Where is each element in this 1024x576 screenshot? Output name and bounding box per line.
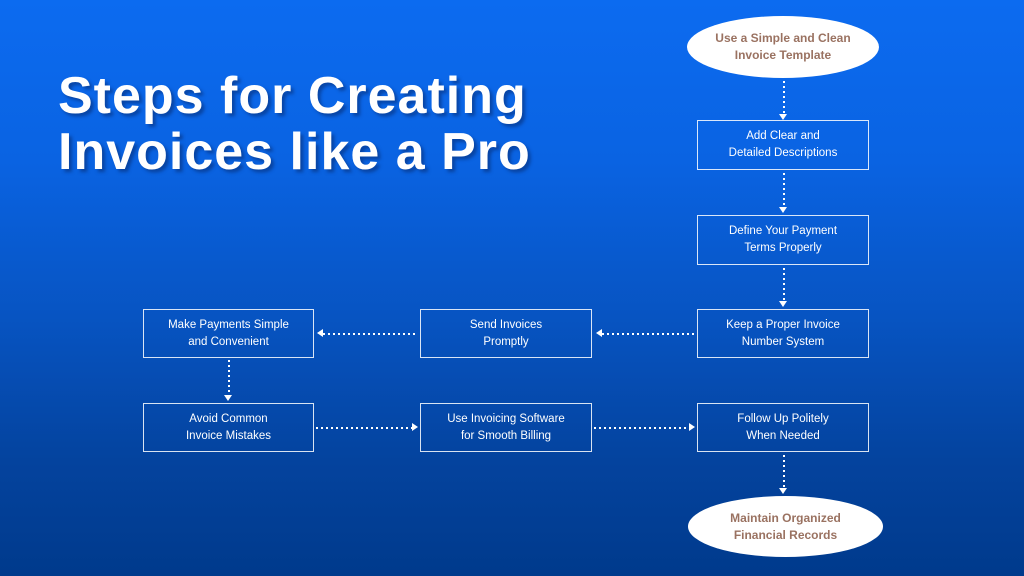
arrowhead-right-icon [412, 423, 418, 431]
flow-node-avoid-mistakes-line2: Invoice Mistakes [185, 429, 271, 442]
arrow-start-to-add-descriptions [779, 81, 788, 120]
flow-node-make-payments: Make Payments Simple and Convenient [143, 309, 314, 358]
flow-node-make-payments-line2: and Convenient [188, 335, 269, 348]
flow-node-payment-terms-line1: Define Your Payment [728, 225, 838, 237]
arrowhead-right-icon [689, 423, 695, 431]
flow-node-send-invoices: Send Invoices Promptly [420, 309, 592, 358]
arrowhead-down-icon [224, 395, 232, 401]
arrow-add-descriptions-to-payment-terms [779, 173, 788, 213]
flow-node-send-invoices-line1: Send Invoices [469, 318, 543, 331]
arrowhead-down-icon [779, 488, 787, 494]
flow-node-payment-terms-line2: Terms Properly [744, 242, 822, 254]
flow-node-invoice-number-line2: Number System [741, 335, 825, 348]
arrowhead-left-icon [596, 329, 602, 337]
arrowhead-down-icon [779, 207, 787, 213]
flow-node-end-line2: Financial Records [733, 527, 838, 542]
flow-node-end: Maintain Organized Financial Records [688, 496, 883, 557]
flow-node-payment-terms: Define Your Payment Terms Properly [697, 215, 869, 265]
flow-node-software-line1: Use Invoicing Software [447, 412, 565, 425]
flow-node-software: Use Invoicing Software for Smooth Billin… [420, 403, 592, 452]
page-title-line1: Steps for Creating [58, 67, 527, 125]
flow-node-software-line2: for Smooth Billing [460, 429, 552, 442]
arrowhead-left-icon [317, 329, 323, 337]
flow-node-add-descriptions: Add Clear and Detailed Descriptions [697, 120, 869, 170]
arrow-make-payments-to-avoid-mistakes [224, 360, 233, 401]
flow-node-add-descriptions-line2: Detailed Descriptions [728, 147, 838, 159]
arrow-send-invoices-to-make-payments [317, 329, 418, 338]
arrowhead-down-icon [779, 114, 787, 120]
flow-node-invoice-number: Keep a Proper Invoice Number System [697, 309, 869, 358]
arrow-follow-up-to-end [779, 455, 788, 494]
flow-node-send-invoices-line2: Promptly [483, 335, 529, 348]
flow-node-follow-up-line1: Follow Up Politely [737, 412, 829, 425]
flow-node-add-descriptions-line1: Add Clear and [746, 130, 820, 142]
page-title: Steps for Creating Invoices like a Pro [58, 68, 531, 180]
arrow-software-to-follow-up [594, 423, 695, 432]
arrowhead-down-icon [779, 301, 787, 307]
arrow-avoid-mistakes-to-software [316, 423, 418, 432]
flow-node-make-payments-line1: Make Payments Simple [168, 318, 289, 331]
flow-node-follow-up: Follow Up Politely When Needed [697, 403, 869, 452]
arrow-invoice-number-to-send-invoices [596, 329, 695, 338]
flow-node-follow-up-line2: When Needed [746, 429, 820, 442]
flow-node-avoid-mistakes-line1: Avoid Common [189, 412, 268, 425]
flow-node-avoid-mistakes: Avoid Common Invoice Mistakes [143, 403, 314, 452]
flow-node-end-line1: Maintain Organized [730, 510, 841, 525]
flow-node-start-line2: Invoice Template [734, 48, 832, 62]
page-title-line2: Invoices like a Pro [58, 123, 531, 181]
flow-node-start: Use a Simple and Clean Invoice Template [687, 16, 879, 78]
arrow-payment-terms-to-invoice-number [779, 268, 788, 307]
flow-node-start-line1: Use a Simple and Clean [715, 31, 851, 45]
flow-node-invoice-number-line1: Keep a Proper Invoice [726, 318, 840, 331]
